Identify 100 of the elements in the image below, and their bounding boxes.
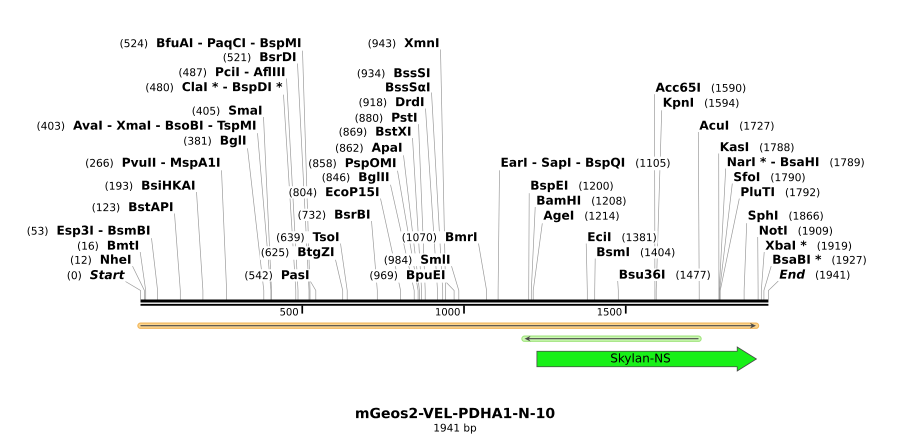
site-label: Bsu36I (1477) [620, 270, 710, 280]
site-label: (984) SmlI [384, 254, 450, 266]
leader-line [418, 124, 426, 300]
leader-line [594, 258, 596, 300]
leader-line [247, 148, 264, 300]
site-label: (943) XmnI [368, 38, 438, 48]
site-label: (381) BglI [184, 135, 246, 148]
tick-label: 1000 [436, 308, 460, 316]
site-label: (266) PvuII - MspA1I [86, 158, 220, 170]
feature-band [137, 322, 760, 329]
leader-line [297, 63, 310, 300]
feature-band [521, 336, 702, 342]
site-label: XbaI * (1919) [765, 240, 852, 251]
site-label: KasI (1788) [720, 142, 794, 152]
leader-line [221, 170, 227, 300]
leader-line [451, 266, 460, 300]
leader-line [440, 49, 446, 300]
leader-line [760, 252, 765, 300]
leader-line [528, 192, 530, 300]
site-label: (846) BglII [322, 172, 388, 184]
leader-line [718, 153, 720, 300]
site-label: (193) BsiHKAI [106, 180, 194, 191]
site-label: SfoI (1790) [734, 172, 805, 182]
site-label: (487) PciI - AflIII [179, 66, 284, 78]
leader-line [586, 243, 588, 300]
site-label: Acc65I (1590) [656, 82, 746, 94]
leader-line [446, 282, 454, 300]
leader-line [532, 222, 543, 300]
site-label: (934) BssSI BssSαI [358, 68, 430, 92]
sequence-bar [140, 300, 768, 306]
site-label: (862) ApaI [336, 142, 402, 154]
site-label: (480) ClaI * - BspDI * [146, 82, 282, 94]
leader-line [698, 132, 700, 300]
leader-line [478, 243, 487, 300]
site-label: BamHI (1208) [537, 196, 626, 206]
leader-line [283, 94, 296, 300]
leader-line [335, 259, 344, 300]
site-label: AcuI (1727) [699, 120, 774, 131]
leader-line [340, 243, 348, 300]
leader-line [403, 154, 420, 300]
leader-line [257, 132, 272, 300]
leader-line [390, 184, 415, 300]
leader-line [125, 281, 141, 300]
leader-line [380, 198, 401, 300]
leader-line [530, 206, 536, 300]
site-label: AgeI (1214) [543, 210, 619, 222]
site-label: (521) BsrDI [224, 52, 296, 62]
site-label: KpnI (1594) [664, 98, 738, 110]
leader-line [656, 110, 662, 300]
site-label: (869) BstXI [340, 126, 410, 137]
leader-line [654, 94, 656, 300]
leader-line [718, 168, 726, 300]
site-label: (524) BfuAI - PaqCI - BspMI [120, 38, 300, 50]
leader-line [425, 108, 438, 300]
leader-line [768, 280, 779, 300]
leader-line [744, 222, 748, 300]
site-label: (625) BtgZI [262, 247, 334, 259]
leader-line [719, 183, 733, 300]
leader-line [140, 252, 146, 300]
site-label: (405) SmaI [192, 106, 262, 116]
site-label: BsmI (1404) [597, 247, 674, 258]
site-label: (0) Start [68, 270, 125, 280]
site-label: BsaBI * (1927) [773, 254, 866, 266]
site-label: (880) PstI [356, 112, 416, 124]
map-title: mGeos2-VEL-PDHA1-N-10 [356, 408, 554, 418]
site-label: SphI (1866) [748, 210, 823, 222]
site-label: (918) DrdI [360, 96, 424, 108]
leader-line [286, 78, 298, 300]
leader-line [132, 266, 145, 300]
site-label: EciI (1381) [588, 232, 656, 242]
site-label: EarI - SapI - BspQI (1105) [502, 158, 670, 170]
site-label: (804) EcoP15I [290, 187, 378, 198]
leader-line [498, 170, 500, 300]
tick-label: 500 [280, 308, 298, 316]
leader-line [757, 236, 758, 300]
tick-label: 1500 [598, 308, 622, 316]
site-label: NotI (1909) [760, 226, 832, 236]
site-label: End (1941) [780, 269, 850, 280]
site-label: (732) BsrBI [298, 210, 370, 220]
site-label: (542) PasI [245, 270, 308, 280]
site-label: PluTI (1792) [741, 186, 820, 198]
leader-line [720, 198, 740, 300]
leader-line [174, 213, 181, 300]
site-label: NarI * - BsaHI (1789) [728, 157, 864, 168]
site-label: (639) TsoI [277, 232, 338, 242]
site-label: (858) PspOMI [309, 158, 396, 170]
leader-line [196, 192, 204, 300]
leader-line [151, 238, 158, 300]
site-label: (123) BstAPI [92, 202, 172, 212]
site-label: (53) Esp3I - BsmBI [28, 226, 150, 238]
site-label: (12) NheI [70, 254, 130, 266]
site-label: (16) BmtI [78, 240, 138, 251]
leader-line [431, 92, 444, 300]
map-caption: 1941 bp [434, 424, 476, 434]
leader-line [302, 50, 310, 300]
leader-line [310, 281, 316, 300]
site-label: (969) BpuEI [370, 270, 444, 282]
leader-line [412, 138, 422, 300]
site-label: BspEI (1200) [531, 180, 613, 192]
leader-line [617, 280, 619, 300]
